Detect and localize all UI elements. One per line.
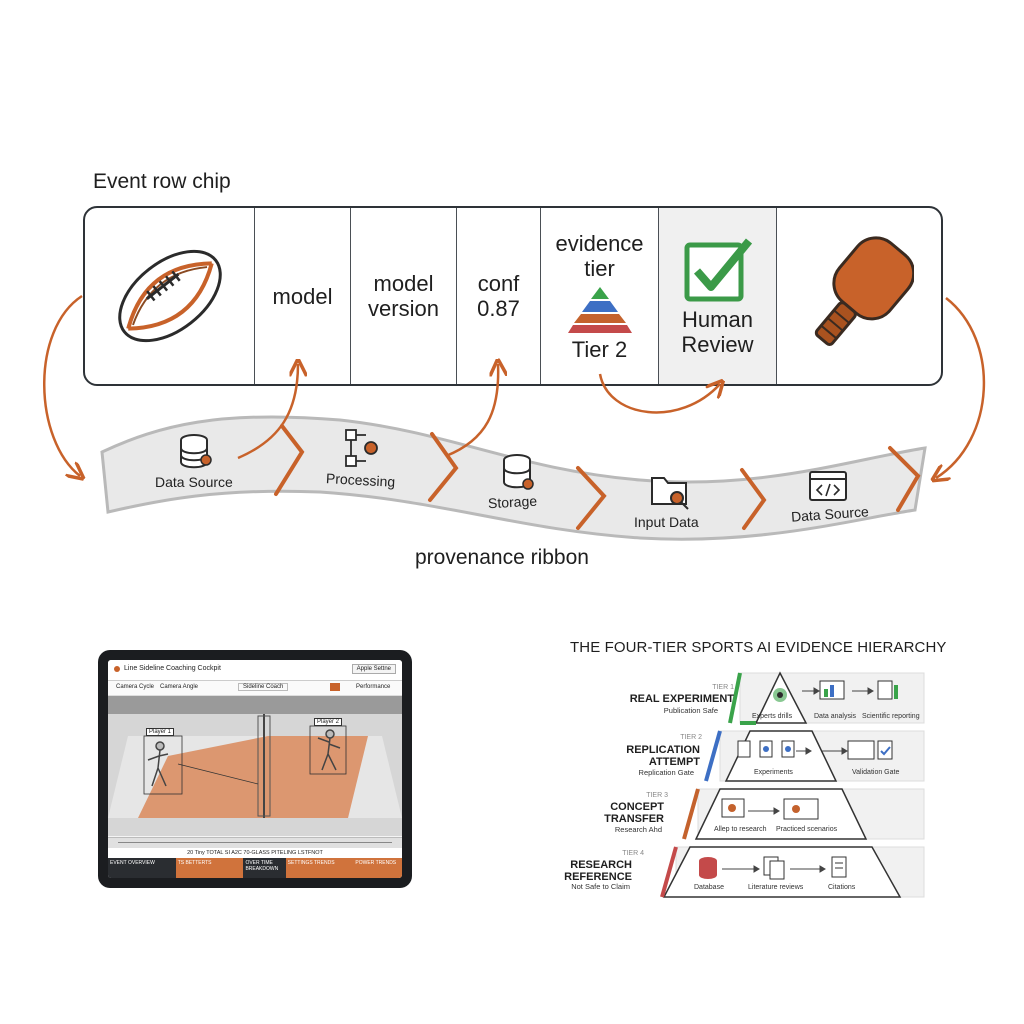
connector-arrow-right <box>936 297 985 478</box>
tier-4-item-2: Literature reviews <box>748 884 804 891</box>
event-row-chip[interactable]: model model version conf 0.87 evidence t… <box>83 206 943 386</box>
confidence-label: conf 0.87 <box>477 271 520 321</box>
tablet-settings-button[interactable]: Apple Settne <box>351 664 396 674</box>
connector-arrow-left <box>43 294 82 476</box>
tier-3-item-2: Practiced scenarios <box>776 826 838 833</box>
tier-2-sub: Replication Gate <box>638 768 694 777</box>
hierarchy-title: THE FOUR-TIER SPORTS AI EVIDENCE HIERARC… <box>570 639 947 656</box>
evidence-tier-label: evidence tier <box>555 230 644 281</box>
bottom-cell-power[interactable]: POWER TRENDS <box>353 858 402 878</box>
database-icon <box>503 454 534 490</box>
ribbon-chevron-5 <box>888 446 921 512</box>
toolbar-performance[interactable]: Performance <box>356 684 391 690</box>
tablet-title: Line Sideline Coaching Cockpit <box>124 665 221 672</box>
literature-icon <box>763 856 785 880</box>
scenario-board-icon <box>783 798 819 820</box>
tier-1-name: REAL EXPERIMENT <box>629 693 734 705</box>
connector-arrow-review <box>598 373 720 414</box>
toolbar-sideline-coach[interactable]: Sideline Coach <box>238 683 289 691</box>
tier-3-name: CONCEPT TRANSFER <box>604 801 664 825</box>
toolbar-camera-cycle[interactable]: Camera Cycle <box>116 684 155 690</box>
provenance-ribbon <box>43 294 985 541</box>
tablet-toolbar: Camera Cycle Camera Angle Sideline Coach… <box>108 681 402 696</box>
bottom-cell-trends[interactable]: SETTINGS TRENDS <box>285 858 354 878</box>
checkbox-icon <box>684 238 752 302</box>
pickleball-paddle-icon <box>814 236 914 346</box>
app-logo-icon <box>114 666 120 672</box>
paddle-cell <box>777 208 941 384</box>
rugby-ball-icon <box>117 249 222 343</box>
evidence-tier-cell: evidence tier Tier 2 <box>541 208 659 384</box>
tier-4-item-3: Citations <box>828 884 856 891</box>
model-version-label: model version <box>368 271 439 321</box>
bottom-cell-overview[interactable]: EVENT OVERVIEW <box>108 858 176 878</box>
connector-arrow-conf <box>445 364 498 458</box>
analytics-icon <box>819 680 845 700</box>
pyramid-icon <box>567 286 632 333</box>
tier-2-item-1: Experiments <box>754 769 793 776</box>
tier-4-number: TIER 4 <box>622 850 644 857</box>
tier-3-item-1: Allep to research <box>714 826 767 833</box>
player-2-figure <box>317 729 341 771</box>
database-icon <box>180 434 212 469</box>
bottom-cell-bettrts[interactable]: TS BETTERTS <box>175 858 244 878</box>
tier-2-layer <box>724 730 838 782</box>
player-2-tag[interactable]: Player 2 <box>314 718 343 726</box>
tier-3-number: TIER 3 <box>646 792 668 799</box>
ribbon-step-1: Data Source <box>155 474 233 490</box>
tier-1-item-1: Experts drills <box>752 713 793 720</box>
stat-row: 20 Tiny TOTAL SI A2C 70-GLASS PITELING L… <box>108 848 402 858</box>
code-window-icon <box>809 471 847 501</box>
connector-arrow-model <box>237 364 298 460</box>
ribbon-chevron-1 <box>274 424 305 496</box>
citations-icon <box>831 856 847 878</box>
player-1-figure <box>147 741 169 787</box>
tier-1-item-3: Scientific reporting <box>862 713 920 720</box>
tier-3-sub: Research Ahd <box>614 825 662 834</box>
report-icon <box>877 680 898 700</box>
tier-4-sub: Not Safe to Claim <box>571 882 630 891</box>
tier-2-item-2: Validation Gate <box>852 769 900 776</box>
model-cell: model <box>255 208 351 384</box>
bottom-cell-breakdown[interactable]: OVER TIME BREAKDOWN <box>243 858 286 878</box>
tier-4-name: RESEARCH REFERENCE <box>564 859 632 883</box>
tier-1-item-2: Data analysis <box>814 713 857 720</box>
ribbon-step-4: Input Data <box>634 514 699 530</box>
court-view <box>108 696 402 836</box>
ribbon-step-3: Storage <box>487 492 538 512</box>
human-review-cell[interactable]: Human Review <box>659 208 777 384</box>
model-label: model <box>272 283 333 309</box>
experiment-docs-icon <box>737 740 795 758</box>
ribbon-chevron-2 <box>428 432 459 502</box>
confidence-cell: conf 0.87 <box>457 208 541 384</box>
tablet-titlebar: Line Sideline Coaching Cockpit Apple Set… <box>108 660 402 681</box>
tier-2-name: REPLICATION ATTEMPT <box>626 744 700 768</box>
drills-icon <box>773 688 787 702</box>
bottom-panel: EVENT OVERVIEW TS BETTERTS OVER TIME BRE… <box>108 858 402 878</box>
evidence-pyramid <box>660 671 925 898</box>
sport-cell <box>85 208 255 384</box>
timeline-bar[interactable] <box>108 837 402 848</box>
player-1-tag[interactable]: Player 1 <box>146 728 175 736</box>
research-doc-icon <box>721 798 745 818</box>
tier-2-number: TIER 2 <box>680 734 702 741</box>
ribbon-chevron-4 <box>740 468 767 530</box>
validation-monitor-icon <box>847 740 893 760</box>
tier-1-number: TIER 1 <box>712 684 734 691</box>
model-version-cell: model version <box>351 208 457 384</box>
human-review-label: Human Review <box>681 307 754 357</box>
tier-value: Tier 2 <box>571 336 628 362</box>
tier-1-sub: Publication Safe <box>663 706 718 715</box>
ribbon-chevron-3 <box>576 466 607 530</box>
record-toggle[interactable] <box>330 683 340 691</box>
workflow-icon <box>345 429 378 467</box>
tier-4-item-1: Database <box>694 884 724 891</box>
tablet-screen: Line Sideline Coaching Cockpit Apple Set… <box>108 660 402 878</box>
toolbar-camera-angle[interactable]: Camera Angle <box>160 684 199 690</box>
coaching-tablet: Line Sideline Coaching Cockpit Apple Set… <box>98 650 412 888</box>
chip-title: Event row chip <box>93 170 231 193</box>
folder-search-icon <box>651 477 689 510</box>
ribbon-label: provenance ribbon <box>415 546 589 569</box>
database-icon <box>699 857 717 879</box>
